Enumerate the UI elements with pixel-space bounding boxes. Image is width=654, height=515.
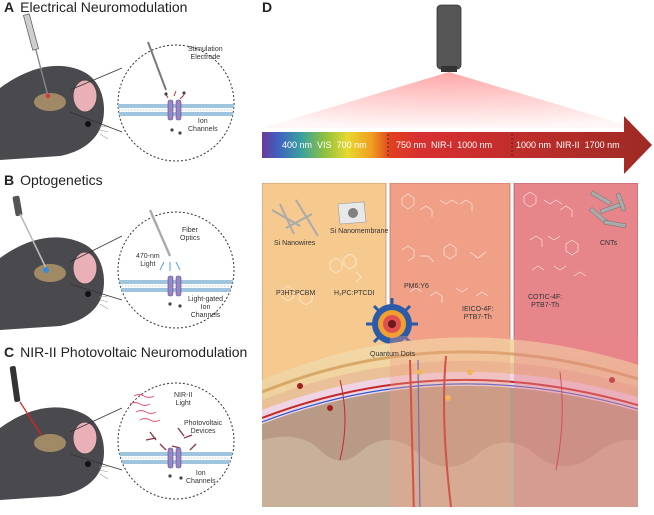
panel-a-title-text: Electrical Neuromodulation (20, 0, 188, 15)
panel-c-letter: C (4, 344, 15, 360)
ion-channels-c-label: Ion Channels (186, 470, 216, 486)
electrode-probe (22, 13, 51, 99)
nir1-end: 1000 nm (457, 140, 493, 150)
nir2-end: 1700 nm (584, 140, 620, 150)
spectrum-arrow (262, 116, 652, 174)
ion-channel-a-right (175, 99, 182, 121)
panel-c-title-text: NIR-II Photovoltaic Neuromodulation (20, 344, 248, 360)
fiber-optics-label: Fiber Optics (180, 227, 200, 243)
zoom-line-a2 (69, 111, 123, 133)
photovoltaic-devices-text: Photovoltaic Devices (184, 420, 223, 435)
nir2-start: 1000 nm (516, 140, 552, 150)
ion-channels-a-text: Ion Channels (188, 118, 218, 133)
zoom-circle-b (117, 209, 235, 329)
blood-vessels (262, 355, 638, 507)
ion-channels-c-text: Ion Channels (186, 470, 216, 485)
fiber-optics-text: Fiber Optics (180, 227, 200, 242)
p3ht-pcbm-label: P3HT:PCBM (276, 290, 316, 297)
molecule-structures (281, 191, 587, 306)
nir1-name: NIR-I (431, 140, 453, 150)
si-nanomembrane-graphic (337, 201, 367, 225)
zoom-line-b1 (69, 235, 123, 263)
zoom-line-c1 (69, 407, 123, 433)
zoom-line-c2 (69, 453, 123, 471)
vis-range-label: 400 nm VIS 700 nm (282, 140, 367, 150)
cotic-ptb7-label: COTIC-4F: PTB7-Th (528, 294, 563, 309)
ion-channel-c-left (167, 447, 174, 469)
zoom-circle-a (117, 41, 235, 162)
nir1-range-label: 750 nm NIR-I 1000 nm (396, 140, 492, 150)
h2pc-ptcdi-label: H₂PC:PTCDI (334, 290, 375, 297)
vis-start: 400 nm (282, 140, 313, 150)
quantum-dot-graphic (366, 298, 418, 350)
si-nanowires-graphic (271, 199, 319, 237)
470nm-light-text: 470-nm Light (136, 253, 160, 268)
light-beam (262, 72, 636, 128)
panel-c-title: C NIR-II Photovoltaic Neuromodulation (4, 344, 247, 360)
nir1-start: 750 nm (396, 140, 427, 150)
light-source (436, 4, 462, 72)
ion-channels-a-label: Ion Channels (188, 118, 218, 134)
fiber-optic-probe (12, 195, 49, 273)
ion-channel-a-left (167, 99, 174, 121)
nir2-name: NIR-II (556, 140, 580, 150)
ion-channel-c-right (175, 447, 182, 469)
panel-b-letter: B (4, 172, 15, 188)
zoom-line-a1 (69, 67, 123, 91)
nir-ii-light-label: NIR-II Light (174, 392, 192, 408)
nir-ii-light-text: NIR-II Light (174, 392, 193, 407)
cnts-label: CNTs (600, 240, 618, 247)
ieico-ptb7-label: IEICO-4F: PTB7-Th (462, 306, 494, 321)
ion-channel-b-left (167, 275, 174, 297)
470nm-light-label: 470-nm Light (136, 253, 160, 269)
mouse-c (0, 407, 109, 500)
panel-d-letter: D (262, 0, 273, 15)
photovoltaic-devices (145, 427, 197, 451)
mouse-b (0, 237, 109, 330)
panel-b-title-text: Optogenetics (20, 172, 103, 188)
electrode-tip (147, 41, 167, 91)
nir2-range-label: 1000 nm NIR-II 1700 nm (516, 140, 620, 150)
fiber-tip (148, 209, 172, 257)
light-gated-channels-text: Light-gated Ion Channels (188, 296, 224, 319)
zoom-circle-c (117, 382, 235, 500)
si-nanomembrane-label: Si Nanomembrane (330, 228, 389, 235)
si-nanowires-label: Si Nanowires (274, 240, 316, 247)
panel-b-title: B Optogenetics (4, 172, 103, 188)
panel-a-title: A Electrical Neuromodulation (4, 0, 187, 15)
nir-laser-probe (9, 366, 43, 437)
mouse-a (0, 65, 109, 160)
stimulation-electrode-label: Stimulation Electrode (188, 46, 223, 62)
zoom-line-b2 (69, 283, 123, 301)
vis-name: VIS (317, 140, 332, 150)
panel-a-letter: A (4, 0, 15, 15)
cnts-graphic (589, 190, 627, 229)
vis-end: 700 nm (336, 140, 367, 150)
quantum-dots-label: Quantum Dots (370, 351, 416, 358)
stimulation-electrode-text: Stimulation Electrode (188, 46, 223, 61)
panel-d-letter-box: D (262, 0, 278, 15)
ion-channel-b-right (175, 275, 182, 297)
photovoltaic-devices-label: Photovoltaic Devices (184, 420, 222, 436)
nir-light-waves (129, 394, 161, 422)
pm6-y6-label: PM6:Y6 (404, 283, 429, 290)
light-gated-channels-label: Light-gated Ion Channels (188, 296, 223, 320)
